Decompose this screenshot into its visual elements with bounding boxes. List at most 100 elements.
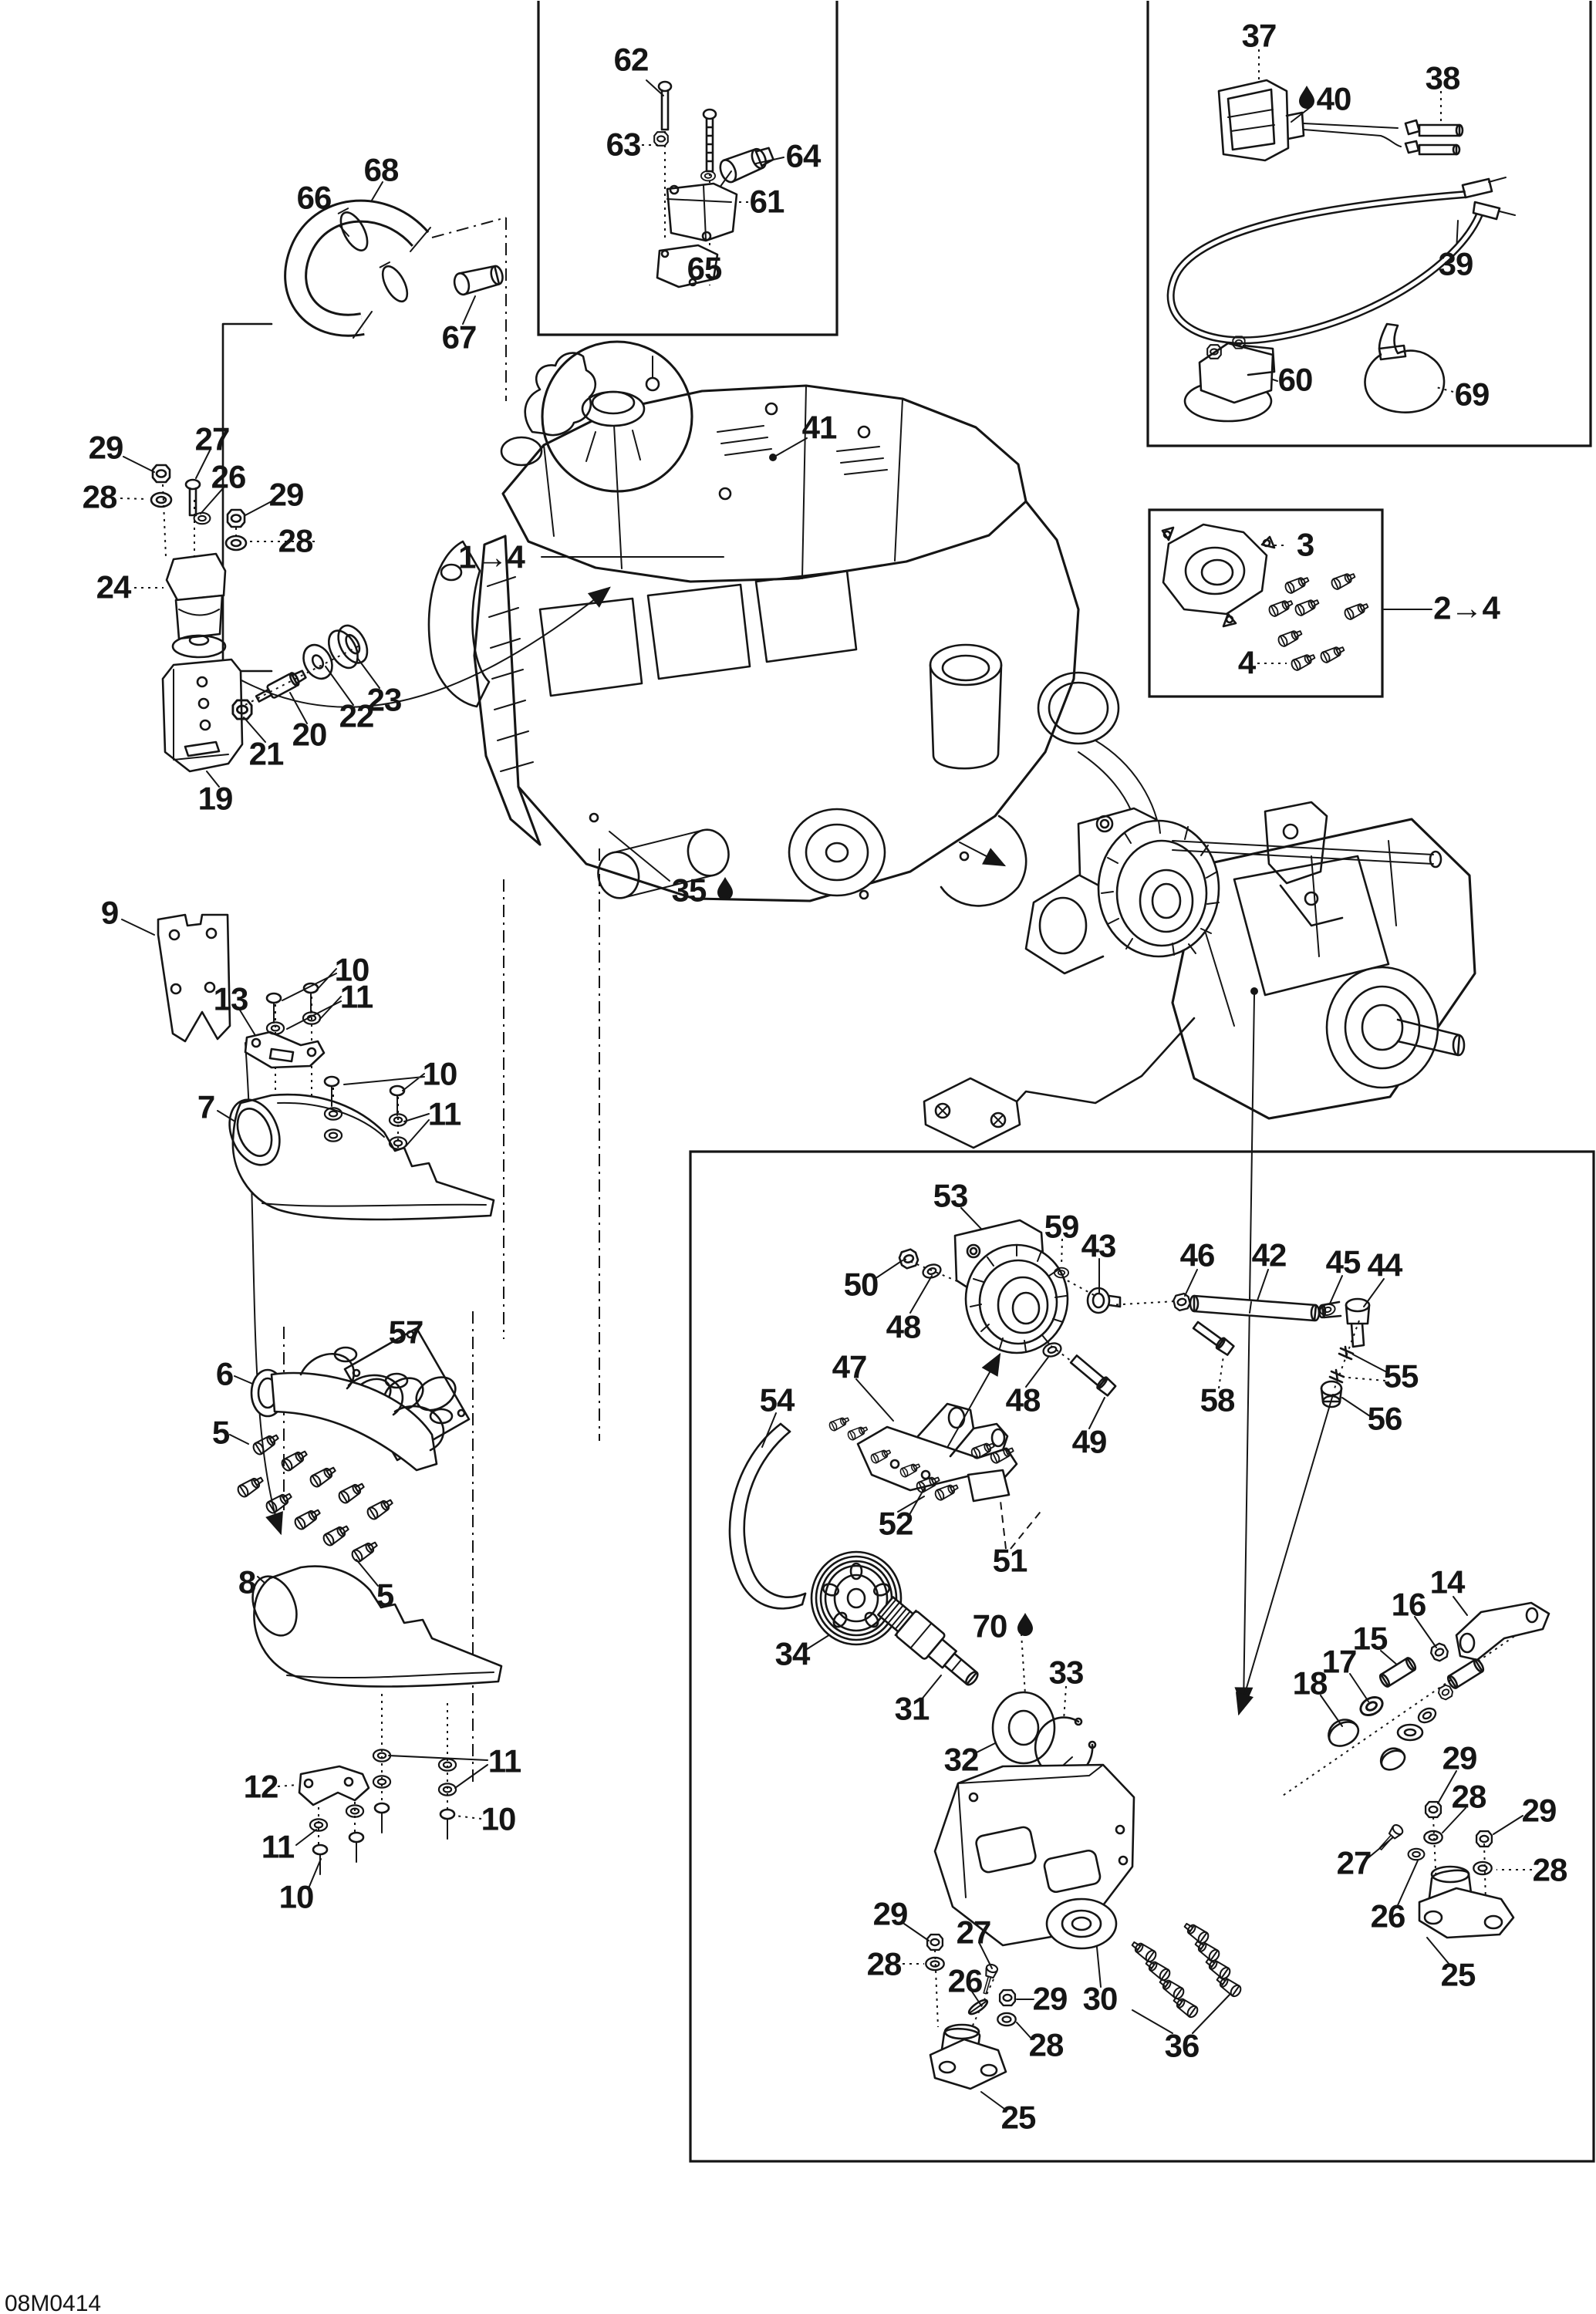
callout-57-39: 57 xyxy=(389,1314,423,1351)
callout-19-31: 19 xyxy=(198,781,233,817)
callout-11-35: 11 xyxy=(340,979,373,1015)
callout-2→4-16: 2→4 xyxy=(1433,590,1500,626)
callout-11-47: 11 xyxy=(488,1743,521,1779)
callout-28-91: 28 xyxy=(1029,2027,1064,2063)
callout-27-81: 27 xyxy=(1337,1845,1372,1881)
callout-11-38: 11 xyxy=(428,1096,461,1132)
callout-43-51: 43 xyxy=(1081,1228,1116,1264)
callout-55-63: 55 xyxy=(1384,1358,1419,1395)
callout-47-54: 47 xyxy=(832,1349,867,1385)
part-group-oil-cap xyxy=(653,80,774,288)
callout-29-86: 29 xyxy=(873,1896,908,1932)
callout-6-40: 6 xyxy=(216,1356,233,1392)
callout-42-57: 42 xyxy=(1252,1237,1287,1273)
callout-53-49: 53 xyxy=(933,1178,968,1214)
callout-22-28: 22 xyxy=(339,698,374,734)
part-group-electrical xyxy=(1166,79,1516,423)
callout-34-67: 34 xyxy=(775,1636,811,1672)
callout-60-12: 60 xyxy=(1278,362,1313,398)
callout-20-29: 20 xyxy=(292,717,327,753)
callout-7-36: 7 xyxy=(197,1089,214,1125)
callout-11-45: 11 xyxy=(262,1829,295,1865)
callout-13-33: 13 xyxy=(214,981,248,1017)
callout-54-55: 54 xyxy=(760,1382,795,1418)
callout-61-3: 61 xyxy=(750,184,785,220)
callout-32-71: 32 xyxy=(944,1742,979,1778)
inset-boxes xyxy=(537,1,1595,2163)
part-44 xyxy=(1318,1297,1371,1348)
callout-1→4-17: 1→4 xyxy=(458,539,525,575)
inset-box-oil-cap xyxy=(537,1,838,336)
callout-56-64: 56 xyxy=(1368,1401,1402,1437)
callout-12-44: 12 xyxy=(244,1769,278,1805)
callout-28-80: 28 xyxy=(1533,1852,1567,1888)
part-group-mount-left xyxy=(150,464,369,773)
callout-5-41: 5 xyxy=(212,1415,230,1451)
callout-27-88: 27 xyxy=(957,1914,991,1951)
callout-28-25: 28 xyxy=(278,523,313,559)
callout-52-65: 52 xyxy=(879,1506,913,1542)
callout-26-23: 26 xyxy=(211,459,246,495)
callout-29-20: 29 xyxy=(89,430,123,466)
callout-39-11: 39 xyxy=(1439,246,1473,282)
callout-14-72: 14 xyxy=(1430,1564,1466,1601)
engine-front-view xyxy=(427,340,1166,907)
callout-48-60: 48 xyxy=(1006,1382,1041,1418)
engine-pto-view xyxy=(923,801,1476,1149)
callout-44-59: 44 xyxy=(1368,1247,1403,1283)
callout-3-14: 3 xyxy=(1297,527,1314,563)
callout-29-79: 29 xyxy=(1522,1793,1557,1829)
callout-26-82: 26 xyxy=(1371,1898,1405,1935)
callout-28-78: 28 xyxy=(1452,1779,1486,1815)
callout-38-10: 38 xyxy=(1426,60,1460,96)
callout-10-37: 10 xyxy=(423,1056,457,1092)
oil-drop-icon xyxy=(1017,1613,1033,1636)
callout-8-43: 8 xyxy=(238,1564,256,1601)
callout-49-61: 49 xyxy=(1072,1424,1107,1460)
callout-70-69: 70 xyxy=(973,1608,1007,1644)
callout-40-9: 40 xyxy=(1317,81,1351,117)
callout-25-92: 25 xyxy=(1001,2100,1036,2136)
callout-21-30: 21 xyxy=(249,736,284,772)
inset-box-electrical xyxy=(1146,1,1592,447)
callout-46-56: 46 xyxy=(1180,1237,1215,1273)
callout-29-24: 29 xyxy=(269,477,304,513)
callout-50-52: 50 xyxy=(844,1267,879,1303)
callout-62-0: 62 xyxy=(614,42,649,78)
callout-4-15: 4 xyxy=(1238,645,1257,681)
inset-box-oil-pump xyxy=(1148,508,1384,698)
callout-10-48: 10 xyxy=(481,1801,516,1837)
callout-66-5: 66 xyxy=(297,180,332,216)
part-group-exhaust xyxy=(157,913,503,1876)
callout-58-62: 58 xyxy=(1200,1382,1235,1418)
callout-9-32: 9 xyxy=(101,895,118,931)
callout-37-8: 37 xyxy=(1242,18,1277,54)
callout-68-6: 68 xyxy=(364,152,399,188)
part-group-drive xyxy=(728,1219,1550,2090)
doc-code: 08M0414 xyxy=(5,2291,101,2314)
callout-16-73: 16 xyxy=(1392,1587,1426,1623)
callout-17-75: 17 xyxy=(1322,1644,1357,1680)
callout-59-50: 59 xyxy=(1044,1209,1079,1245)
callout-25-83: 25 xyxy=(1441,1957,1476,1993)
callout-35-19: 35 xyxy=(672,872,707,909)
callout-30-84: 30 xyxy=(1083,1981,1118,2017)
callout-69-13: 69 xyxy=(1455,376,1490,413)
callout-31-68: 31 xyxy=(895,1691,930,1727)
callout-28-87: 28 xyxy=(867,1946,902,1982)
callout-10-46: 10 xyxy=(279,1879,314,1915)
callout-45-58: 45 xyxy=(1326,1244,1361,1280)
callout-63-1: 63 xyxy=(606,126,641,163)
callout-29-90: 29 xyxy=(1033,1981,1068,2017)
callout-27-22: 27 xyxy=(195,421,230,457)
oil-drop-icon xyxy=(1299,86,1314,109)
callout-51-66: 51 xyxy=(993,1543,1027,1579)
inset-box-drive xyxy=(689,1150,1595,2163)
part-hose-66 xyxy=(284,199,504,339)
oil-drop-icon xyxy=(717,877,733,900)
callout-48-53: 48 xyxy=(886,1309,921,1345)
callout-10-34: 10 xyxy=(335,952,369,988)
callout-65-4: 65 xyxy=(687,251,722,287)
